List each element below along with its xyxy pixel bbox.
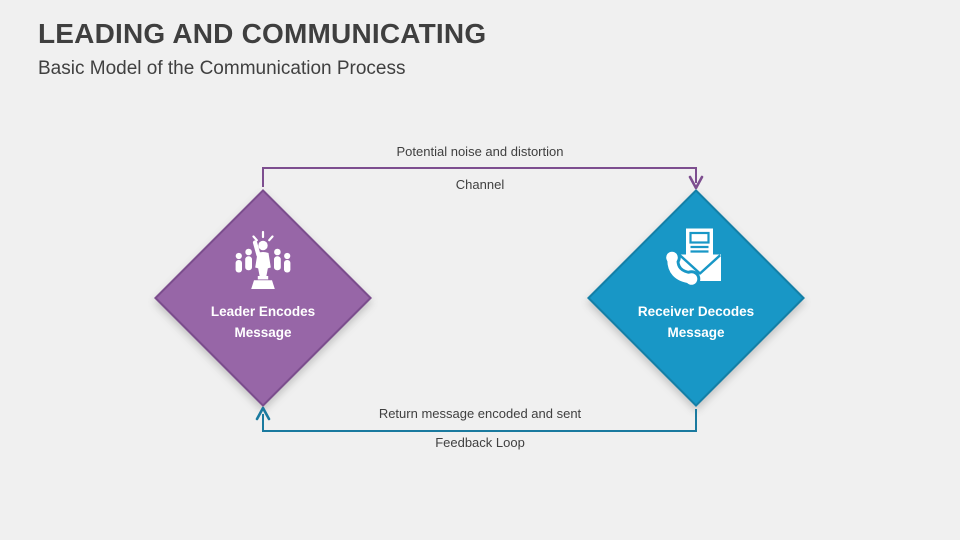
node-label-leader: Leader Encodes Message xyxy=(210,304,316,340)
slide-subtitle: Basic Model of the Communication Process xyxy=(38,58,406,79)
crowd-figures xyxy=(235,248,291,273)
leader-podium-icon xyxy=(235,230,291,289)
channel-arrow xyxy=(262,167,704,190)
channel-label-below: Channel xyxy=(455,177,505,192)
feedback-arrow xyxy=(255,406,697,432)
phone-envelope-icon xyxy=(663,228,722,288)
node-leader-encodes xyxy=(154,189,372,407)
letter-document xyxy=(686,228,713,260)
node-label-receiver: Receiver Decodes Message xyxy=(637,304,755,340)
feedback-label-above: Return message encoded and sent xyxy=(378,406,582,421)
channel-label-above: Potential noise and distortion xyxy=(396,144,564,159)
feedback-label-below: Feedback Loop xyxy=(435,435,525,450)
phone-handset xyxy=(663,248,701,288)
node-receiver-decodes xyxy=(587,189,805,407)
slide-title: LEADING AND COMMUNICATING xyxy=(38,18,487,49)
